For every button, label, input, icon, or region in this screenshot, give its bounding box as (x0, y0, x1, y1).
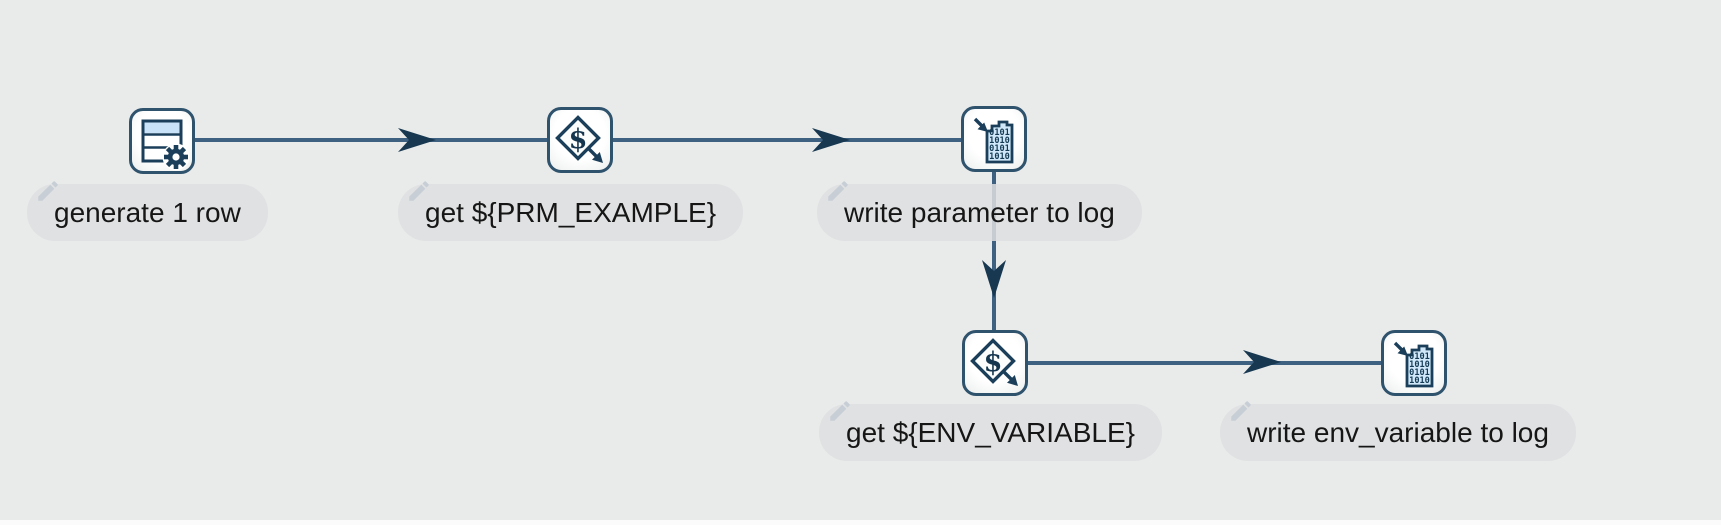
log-file-icon: 0101 1010 0101 1010 (1393, 341, 1434, 388)
pencil-icon (828, 181, 848, 201)
variable-diamond-icon: $ (555, 115, 603, 163)
hop-arrow-right-2[interactable] (812, 128, 850, 152)
step-label-get-env-variable[interactable]: get ${ENV_VARIABLE} (819, 401, 1162, 461)
binary-text: 0101 1010 0101 1010 (1409, 352, 1430, 386)
node-get-prm-example[interactable]: $ (547, 107, 613, 173)
dollar-sign: $ (984, 347, 1003, 378)
pencil-icon (409, 181, 429, 201)
pencil-icon (1231, 401, 1251, 421)
dollar-sign: $ (569, 124, 588, 155)
svg-text:1010: 1010 (1409, 360, 1430, 370)
node-get-env-variable[interactable]: $ (962, 330, 1028, 396)
step-label-text: write env_variable to log (1247, 417, 1549, 448)
step-label-text: get ${ENV_VARIABLE} (846, 417, 1135, 448)
svg-text:0101: 0101 (989, 144, 1010, 154)
hop-line-3[interactable] (992, 172, 996, 330)
pencil-icon (830, 401, 850, 421)
step-label-generate-1-row[interactable]: generate 1 row (27, 181, 268, 241)
table-rows-icon (141, 119, 190, 171)
hop-arrow-right-1[interactable] (398, 128, 436, 152)
svg-text:0101: 0101 (1409, 368, 1430, 378)
gear-icon (162, 143, 190, 171)
variable-diamond-icon: $ (970, 338, 1018, 386)
svg-text:1010: 1010 (989, 152, 1010, 162)
svg-text:1010: 1010 (989, 136, 1010, 146)
svg-text:1010: 1010 (1409, 376, 1430, 386)
hop-line-1[interactable] (195, 138, 547, 142)
node-write-parameter-to-log[interactable]: 0101 1010 0101 1010 (961, 106, 1027, 172)
hop-line-4[interactable] (1028, 361, 1381, 365)
svg-text:0101: 0101 (989, 128, 1010, 138)
node-generate-1-row[interactable] (129, 108, 195, 174)
svg-text:0101: 0101 (1409, 352, 1430, 362)
canvas-bottom-edge (0, 520, 1721, 525)
pencil-icon (38, 181, 58, 201)
step-label-get-prm-example[interactable]: get ${PRM_EXAMPLE} (398, 181, 744, 241)
step-label-text: write parameter to log (844, 197, 1115, 228)
step-label-write-env-variable-to-log[interactable]: write env_variable to log (1220, 401, 1576, 461)
binary-text: 0101 1010 0101 1010 (989, 128, 1010, 162)
diagonal-arrow-icon (587, 147, 603, 163)
step-label-text: get ${PRM_EXAMPLE} (425, 197, 717, 228)
diagonal-arrow-icon (1002, 370, 1018, 386)
diagonal-arrow-icon (973, 117, 988, 132)
node-write-env-variable-to-log[interactable]: 0101 1010 0101 1010 (1381, 330, 1447, 396)
diagonal-arrow-icon (1393, 341, 1408, 356)
step-label-write-parameter-to-log[interactable]: write parameter to log (817, 181, 1142, 241)
hop-arrow-right-3[interactable] (1243, 350, 1281, 374)
hop-arrow-down[interactable] (982, 260, 1006, 298)
log-file-icon: 0101 1010 0101 1010 (973, 117, 1014, 164)
hop-line-2[interactable] (613, 138, 961, 142)
step-label-text: generate 1 row (54, 197, 241, 228)
